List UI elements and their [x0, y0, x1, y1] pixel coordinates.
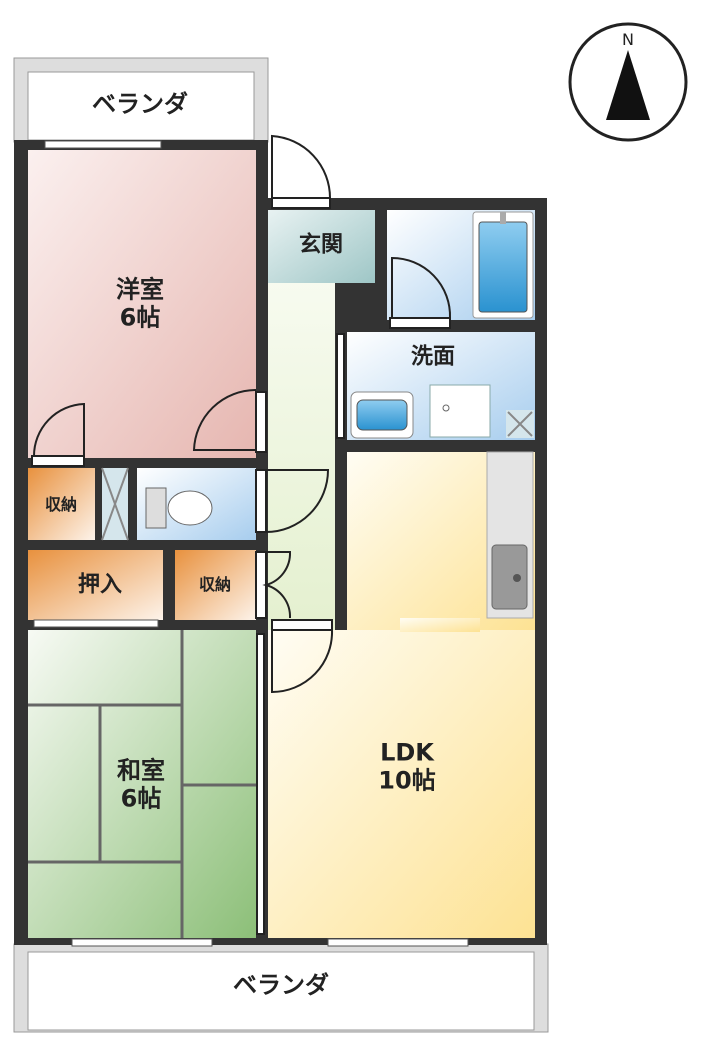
veranda-bottom-label: ベランダ — [233, 971, 329, 1000]
western-room-floor — [28, 150, 256, 458]
storage-left-label: 収納 — [44, 494, 78, 514]
storage-right-label: 収納 — [198, 574, 232, 594]
north-compass-icon — [568, 22, 688, 142]
storage-right-floor — [175, 550, 256, 620]
washroom-label: 洗面 — [410, 344, 456, 370]
windows — [33, 140, 469, 947]
entrance-floor — [268, 210, 375, 283]
entrance-label: 玄関 — [298, 232, 344, 258]
closet-label: 押入 — [77, 572, 123, 598]
japanese-room-name: 和室 — [117, 756, 165, 785]
western-room-name: 洋室 — [116, 275, 164, 304]
closet-floor — [28, 550, 163, 620]
doors — [31, 134, 452, 935]
japanese-room-size: 6帖 — [120, 784, 162, 812]
ldk-size: 10帖 — [378, 766, 436, 794]
tatami-lines — [28, 630, 256, 938]
veranda-top-label: ベランダ — [92, 90, 188, 119]
toilet-icon — [145, 487, 213, 529]
washing-machine-pan — [429, 384, 491, 438]
kitchen-sink — [491, 544, 528, 610]
compass-north-label: N — [622, 29, 634, 49]
ldk-name: LDK — [380, 738, 434, 767]
western-room-size: 6帖 — [119, 303, 161, 331]
japanese-room-label: 和室 6帖 — [117, 757, 165, 812]
storage-left-floor — [28, 468, 95, 540]
ldk-label: LDK 10帖 — [378, 739, 435, 794]
western-room-label: 洋室 6帖 — [116, 276, 164, 331]
